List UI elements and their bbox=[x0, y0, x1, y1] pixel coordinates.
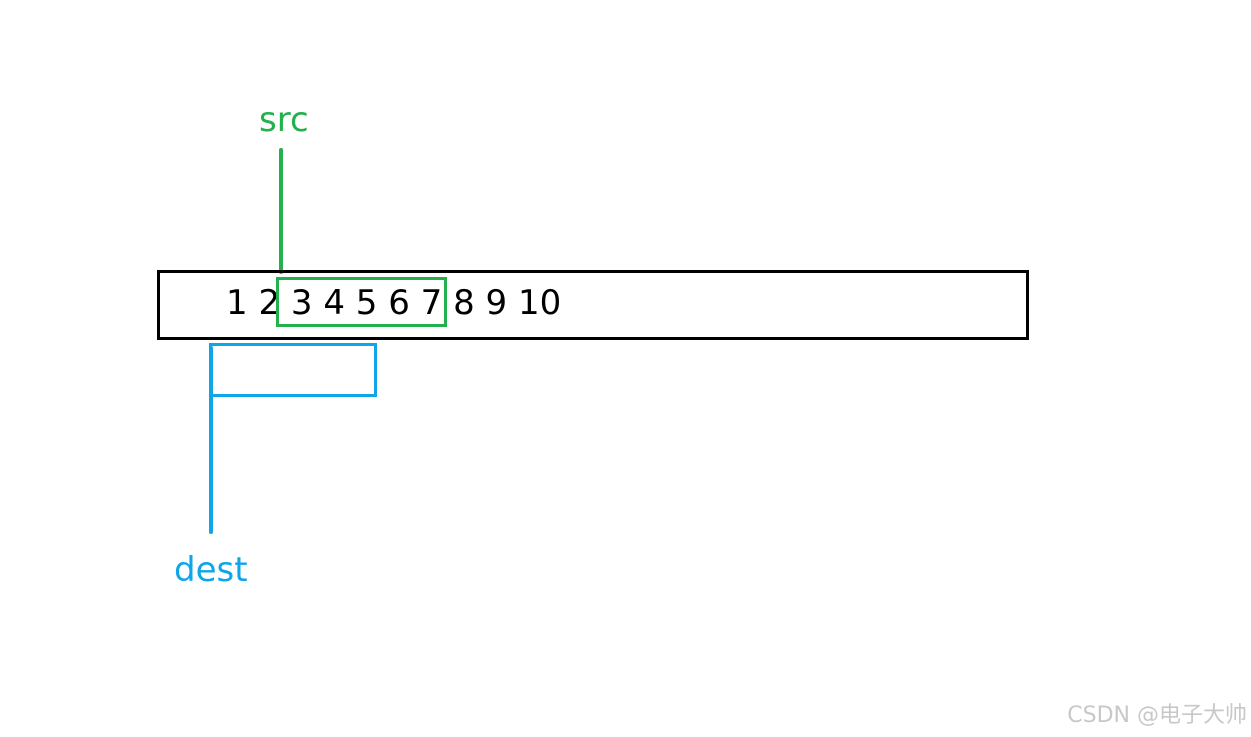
src-pointer-line bbox=[279, 148, 283, 274]
dest-pointer-line bbox=[209, 346, 213, 534]
dest-label: dest bbox=[174, 550, 248, 590]
watermark: CSDN @电子大帅 bbox=[1067, 703, 1247, 728]
array-values: 1 2 3 4 5 6 7 8 9 10 bbox=[226, 283, 562, 323]
src-range-box bbox=[276, 277, 447, 327]
array-box bbox=[157, 270, 1029, 340]
dest-range-box bbox=[209, 343, 377, 397]
src-label: src bbox=[259, 100, 309, 140]
